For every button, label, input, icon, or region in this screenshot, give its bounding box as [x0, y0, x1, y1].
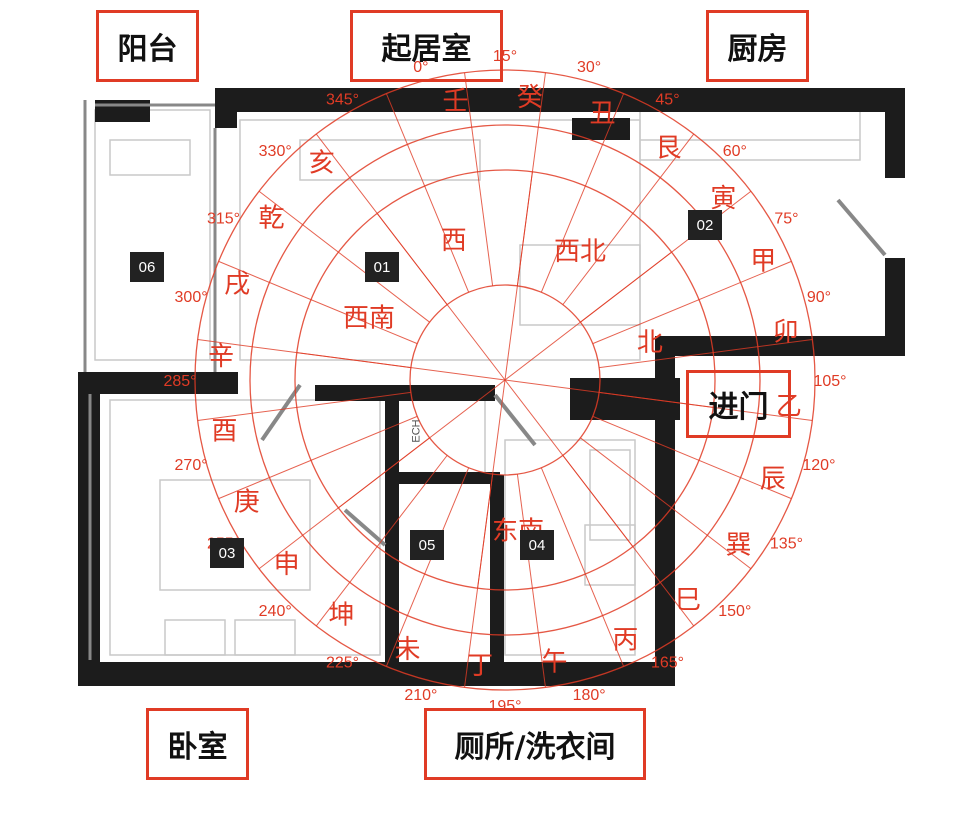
compass-mountain-label: 午	[541, 648, 567, 678]
compass-mountain-label: 甲	[750, 247, 776, 277]
compass-degree-label: 300°	[175, 289, 208, 306]
compass-mountain-label: 亥	[309, 149, 335, 179]
compass-sector-line	[376, 213, 506, 381]
compass-direction-label: 西南	[343, 304, 395, 334]
compass-degree-label: 315°	[207, 211, 240, 228]
compass-mountain-label: 癸	[517, 83, 543, 113]
compass-mountain-label: 辛	[208, 342, 234, 372]
compass-ring-2	[249, 124, 761, 636]
compass-mountain-label: 坤	[329, 600, 355, 630]
compass-spoke	[599, 339, 813, 369]
compass-mountain-label: 酉	[211, 416, 237, 446]
compass-mountain-label: 巽	[725, 530, 751, 560]
compass-degree-label: 60°	[723, 143, 747, 160]
compass-ring-0	[409, 284, 601, 476]
compass-degree-label: 330°	[259, 143, 292, 160]
compass-spoke	[562, 133, 695, 305]
compass-degree-label: 240°	[259, 603, 292, 620]
compass-degree-label: 75°	[774, 211, 798, 228]
compass-spoke	[540, 93, 625, 293]
compass-mountain-label: 丁	[467, 651, 493, 681]
compass-degree-label: 285°	[163, 373, 196, 390]
room-tag-01: 01	[365, 252, 399, 282]
compass-degree-label: 345°	[326, 92, 359, 109]
compass-mountain-label: 巳	[675, 585, 701, 615]
room-tag-03: 03	[210, 538, 244, 568]
compass-mountain-label: 辰	[760, 464, 786, 494]
compass-spoke	[218, 415, 418, 500]
compass-mountain-label: 壬	[443, 86, 469, 116]
room-tag-06: 06	[130, 252, 164, 282]
compass-ring-1	[294, 169, 716, 591]
compass-spoke	[258, 190, 430, 323]
fixture-label: ECH	[410, 419, 423, 443]
room-tag-05: 05	[410, 530, 444, 560]
compass-degree-label: 0°	[413, 59, 428, 76]
compass-mountain-label: 申	[274, 550, 300, 580]
compass-spoke	[218, 260, 418, 345]
label-kitchen: 厨房	[706, 10, 809, 82]
room-tag-02: 02	[688, 210, 722, 240]
label-entry: 进门	[686, 370, 791, 438]
label-balcony: 阳台	[96, 10, 199, 82]
compass-spoke	[385, 93, 470, 293]
compass-sector-line	[477, 379, 506, 589]
compass-sector-line	[504, 251, 672, 381]
compass-mountain-label: 乾	[259, 204, 285, 234]
label-bathroom-laundry: 厕所/洗衣间	[424, 708, 646, 780]
compass-mountain-label: 卯	[773, 318, 799, 348]
compass-degree-label: 165°	[651, 654, 684, 671]
compass-ring-3	[194, 69, 816, 691]
compass-mountain-label: 戌	[224, 270, 250, 300]
compass-degree-label: 210°	[404, 687, 437, 704]
label-bedroom: 卧室	[146, 708, 249, 780]
compass-degree-label: 225°	[326, 654, 359, 671]
room-tag-04: 04	[520, 530, 554, 560]
compass-degree-label: 15°	[493, 48, 517, 65]
compass-degree-label: 30°	[577, 59, 601, 76]
compass-mountain-label: 未	[395, 635, 421, 665]
label-living-room: 起居室	[350, 10, 503, 82]
compass-degree-label: 45°	[655, 92, 679, 109]
compass-degree-label: 150°	[718, 603, 751, 620]
compass-direction-label: 西	[441, 226, 467, 256]
compass-spoke	[516, 474, 546, 688]
compass-degree-label: 135°	[770, 536, 803, 553]
compass-spoke	[592, 415, 792, 500]
compass-degree-label: 180°	[573, 687, 606, 704]
compass-mountain-label: 庚	[234, 487, 260, 517]
compass-mountain-label: 艮	[655, 134, 681, 164]
compass-mountain-label: 丙	[612, 625, 638, 655]
compass-spoke	[197, 391, 411, 421]
compass-degree-label: 90°	[807, 289, 831, 306]
compass-direction-label: 北	[637, 328, 663, 358]
compass-spoke	[592, 260, 792, 345]
compass-degree-label: 105°	[813, 373, 846, 390]
compass-direction-label: 西北	[554, 237, 606, 267]
compass-sector-line	[504, 379, 634, 547]
compass-mountain-label: 寅	[710, 184, 736, 214]
compass-degree-label: 270°	[175, 457, 208, 474]
compass-sector-line	[504, 379, 714, 408]
compass-spoke	[385, 467, 470, 667]
compass-spoke	[464, 72, 494, 286]
compass-spoke	[540, 467, 625, 667]
compass-spoke	[315, 455, 448, 627]
compass-sector-line	[504, 171, 533, 381]
compass-spoke	[580, 437, 752, 570]
compass-sector-line	[296, 352, 506, 381]
compass-degree-label: 120°	[802, 457, 835, 474]
compass-mountain-label: 丑	[589, 99, 615, 129]
compass-sector-line	[338, 379, 506, 509]
